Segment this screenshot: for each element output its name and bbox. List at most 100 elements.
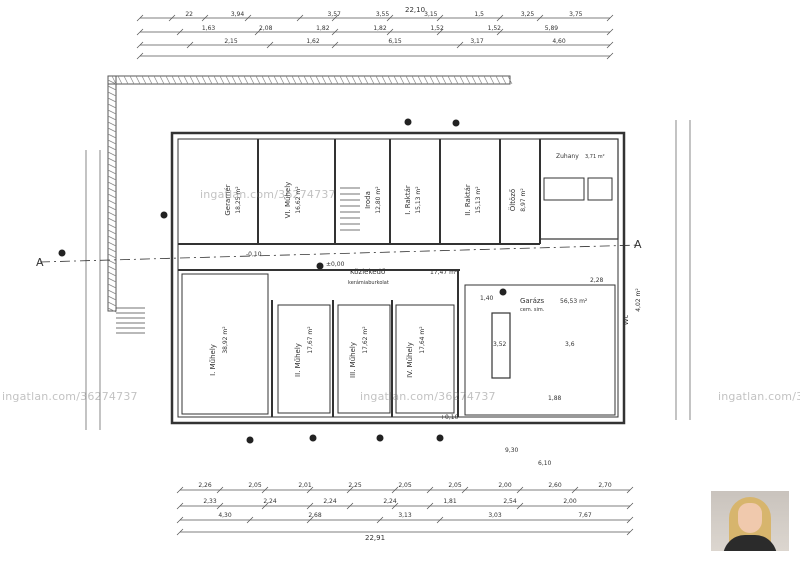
room-area-shower: 3,71 m² [585, 154, 605, 160]
dimension-label: 1,81 [443, 498, 457, 505]
room-name-top-0: Gerarnér [224, 184, 232, 215]
photo-face [738, 503, 762, 533]
dimension-tick [306, 502, 314, 510]
watermark-right: ingatlan.com/3 [718, 390, 800, 403]
level-label-bottom: +0,10 [440, 414, 459, 421]
dimension-tick [168, 14, 176, 22]
dimension-label: 4,60 [552, 38, 566, 45]
dimension-tick [246, 516, 254, 524]
dimension-tick [516, 486, 524, 494]
room-name-bottom-2: III. Műhely [348, 342, 357, 378]
dimension-ticks [136, 14, 634, 536]
dimension-lines [85, 17, 691, 533]
extra-dimension-label: 2,28 [590, 277, 604, 284]
dimension-tick [571, 486, 579, 494]
top-total-dimension: 22,10 [405, 6, 425, 14]
watermark-top: ingatlan.com/36274737 [200, 188, 336, 201]
room-name-top-3: I. Raktár [404, 185, 412, 215]
section-mark-left: A [36, 256, 44, 269]
room-name-top-1: VI. Műhely [283, 182, 292, 219]
dimension-label: 2,05 [448, 482, 462, 489]
dimension-label: 3,55 [376, 11, 390, 18]
dimension-label: 2,54 [503, 498, 517, 505]
room-name-top-4: II. Raktár [464, 184, 472, 216]
dimension-tick [626, 502, 634, 510]
dimension-label: 2,24 [383, 498, 397, 505]
dimension-label: 2,26 [198, 482, 212, 489]
dimension-tick [176, 516, 184, 524]
dimension-tick [261, 502, 269, 510]
room-name-corridor: Közlekedő [350, 267, 385, 276]
dimension-label: 2,24 [323, 498, 337, 505]
dimension-tick [346, 486, 354, 494]
extra-dimension-label: 3,6 [565, 341, 575, 348]
dimension-tick [626, 516, 634, 524]
dimension-label: 3,25 [521, 11, 535, 18]
dimension-tick [496, 14, 504, 22]
dimension-tick [626, 486, 634, 494]
dimension-tick [456, 41, 464, 49]
dimension-tick [426, 486, 434, 494]
photo-body [723, 535, 777, 551]
dimension-tick [606, 14, 614, 22]
room-note-garage: cem. sim. [520, 307, 545, 313]
room-name-wc: Wc [622, 314, 630, 325]
dimension-tick [216, 486, 224, 494]
dimension-tick [496, 28, 504, 36]
dimension-tick [426, 502, 434, 510]
dimension-tick [391, 502, 399, 510]
room-name-top-5: Öltöző [508, 189, 517, 211]
stairs [116, 187, 360, 334]
dimension-label: 1,82 [316, 25, 330, 32]
dimension-label: 3,13 [398, 512, 412, 519]
dimension-label: 2,68 [308, 512, 322, 519]
dimension-label: 2,60 [548, 482, 562, 489]
dimension-tick [346, 502, 354, 510]
dimension-label: 2,00 [563, 498, 577, 505]
dimension-tick [331, 41, 339, 49]
dimension-label: 2,08 [259, 25, 273, 32]
dimension-tick [306, 486, 314, 494]
dimension-tick [186, 41, 194, 49]
room-area-garage: 56,53 m² [560, 298, 588, 305]
extra-dimension-label: 9,30 [505, 447, 519, 454]
watermark-mid: ingatlan.com/36274737 [360, 390, 496, 403]
dimension-label: 2,01 [298, 482, 312, 489]
dimension-tick [266, 41, 274, 49]
dimension-label: 2,25 [348, 482, 362, 489]
dimension-tick [606, 41, 614, 49]
dimension-label: 22 [185, 11, 193, 18]
dimension-label: 4,30 [218, 512, 232, 519]
dimension-tick [176, 486, 184, 494]
dimension-label: 3,15 [424, 11, 438, 18]
dimension-label: 6,15 [388, 38, 402, 45]
dimension-tick [516, 502, 524, 510]
room-area-top-2: 12,80 m² [375, 186, 382, 214]
dimension-label: 5,89 [545, 25, 559, 32]
room-area-top-4: 15,13 m² [475, 186, 482, 214]
room-area-wc: 4,02 m² [635, 288, 642, 312]
dimension-label: 1,62 [306, 38, 320, 45]
room-area-top-0: 18,25 m² [235, 186, 242, 214]
bottom-total-dimension: 22,91 [365, 534, 385, 542]
level-markers [58, 118, 507, 444]
agent-photo[interactable] [711, 491, 789, 551]
dimension-label: 3,57 [327, 11, 341, 18]
dimension-tick [176, 502, 184, 510]
dimension-label: 2,24 [263, 498, 277, 505]
dimension-label: 2,15 [224, 38, 238, 45]
room-area-bottom-0: 38,92 m² [222, 326, 229, 354]
room-note-corridor: kerámiaburkolat [348, 279, 389, 286]
dimension-tick [261, 486, 269, 494]
dimension-tick [536, 14, 544, 22]
dimension-label: 2,00 [498, 482, 512, 489]
room-area-bottom-2: 17,62 m² [362, 326, 369, 354]
building-walls [170, 131, 626, 425]
extra-dimension-label: 1,40 [480, 295, 494, 302]
extra-dimension-label: 3,52 [493, 341, 507, 348]
dimension-label: 3,75 [569, 11, 583, 18]
dimension-label: 1,82 [373, 25, 387, 32]
dimension-tick [136, 14, 144, 22]
